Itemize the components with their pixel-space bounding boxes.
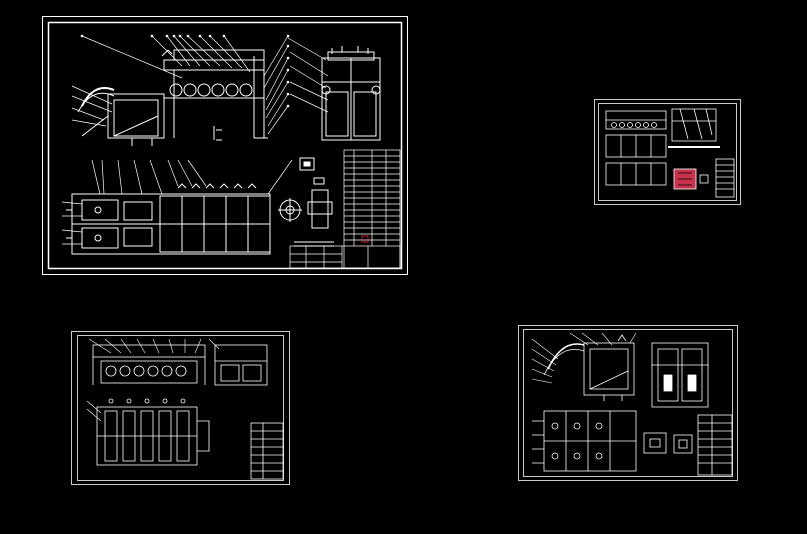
sheet-2-red-detail-block — [673, 168, 709, 190]
sheet-2-side-view — [668, 108, 720, 148]
sheet-2-front-view — [605, 110, 667, 186]
sheet-1-canvas — [42, 16, 408, 275]
sheet-2-canvas — [594, 99, 741, 205]
sheet-2-title-block — [715, 158, 735, 198]
sheet-4-canvas — [518, 325, 738, 481]
sheet-4-side-view — [651, 342, 709, 408]
sheet-1-detail-views — [278, 157, 334, 247]
sheet-2-outer-border — [594, 99, 741, 205]
sheet-4-plan-view — [532, 410, 637, 472]
sheet-1-balloons — [80, 34, 290, 108]
sheet-3-leaders — [86, 338, 220, 422]
sheet-1-plan-leaders — [61, 159, 293, 245]
sheet-2-inner-border — [598, 103, 737, 201]
sheet-1-front-elevation — [161, 49, 268, 141]
sheet-4-hopper-elevation — [543, 334, 635, 401]
sheet-1-inner-border — [47, 21, 403, 270]
sheet-1-side-elevation — [321, 46, 381, 141]
sheet-3-lower-left-drawing[interactable] — [71, 331, 290, 485]
sheet-4-outer-border — [518, 325, 738, 481]
sheet-3-side-view — [214, 344, 268, 386]
sheet-3-canvas — [71, 331, 290, 485]
sheet-1-leader-lines — [71, 35, 329, 135]
sheet-4-leaders — [531, 332, 637, 384]
sheet-3-front-view — [92, 344, 206, 385]
sheet-1-hopper-frame — [77, 87, 165, 146]
sheet-4-lower-right-drawing[interactable] — [518, 325, 738, 481]
sheet-2-small-assembly-drawing[interactable] — [594, 99, 741, 205]
sheet-1-outer-border — [42, 16, 408, 275]
sheet-1-large-assembly-drawing[interactable] — [42, 16, 408, 275]
sheet-1-title-block — [289, 149, 401, 269]
sheet-3-plan-view — [96, 398, 210, 466]
sheet-3-title-block — [250, 422, 284, 480]
sheet-1-plan-view — [66, 183, 271, 255]
sheet-3-inner-border — [77, 335, 284, 481]
sheet-4-detail-squares — [643, 432, 693, 454]
sheet-4-title-block — [697, 414, 733, 476]
sheet-3-outer-border — [71, 331, 290, 485]
sheet-4-inner-border — [523, 329, 733, 477]
